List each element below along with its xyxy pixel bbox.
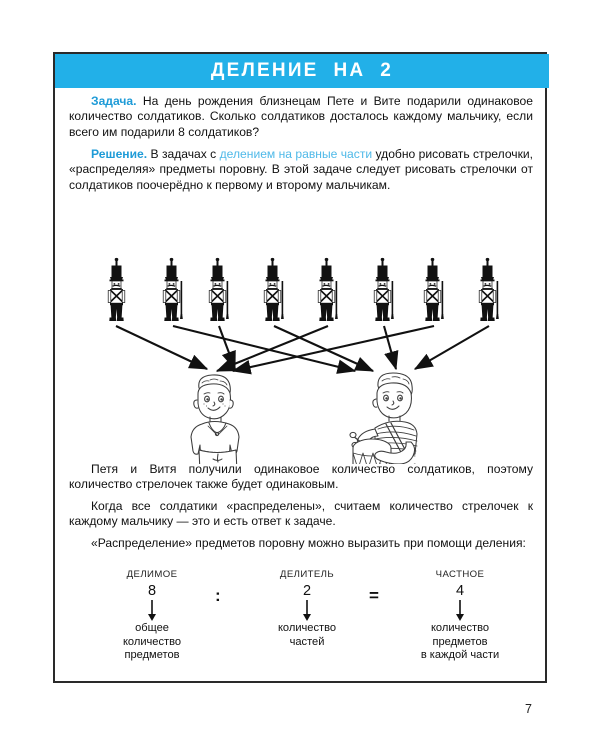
down-arrow-icon [77, 600, 227, 622]
task-text: На день рождения близнецам Пете и Вите п… [69, 94, 533, 139]
toy-soldier [317, 257, 338, 322]
page-title: ДЕЛЕНИЕ НА 2 [210, 60, 394, 81]
quotient-number: 4 [455, 583, 465, 599]
arrow-8-right [413, 325, 490, 370]
solution-text-a: В задачах с [147, 147, 220, 161]
arrow-5-left [215, 325, 329, 372]
toy-soldier [263, 257, 284, 322]
toy-soldier [162, 257, 183, 322]
toy-soldier [478, 257, 499, 322]
arrow-1-left [115, 325, 209, 370]
down-arrow-icon [387, 600, 533, 622]
arrow-2-right [172, 324, 357, 374]
toy-soldier [107, 257, 126, 322]
distribution-arrows [115, 324, 490, 375]
page-frame: ДЕЛЕНИЕ НА 2 Задача. На день рождения бл… [53, 52, 549, 683]
quotient-term: ЧАСТНОЕ [435, 569, 485, 580]
paragraph-solution: Решение. В задачах с делением на равные … [69, 147, 533, 193]
page-title-banner: ДЕЛЕНИЕ НА 2 [55, 54, 549, 88]
boy-vitya-with-drum [349, 372, 418, 464]
solution-text-b: удобно рисовать стрелочки, «распределяя»… [69, 147, 533, 192]
task-label: Задача. [91, 94, 137, 108]
divisor-number: 2 [302, 583, 312, 599]
equals-operator: = [369, 586, 379, 605]
divisor-term: ДЕЛИТЕЛЬ [279, 569, 335, 580]
soldier-row [107, 257, 499, 322]
quotient-description: количество предметов в каждой части [420, 622, 500, 662]
down-arrow-icon [237, 600, 377, 622]
dividend-number: 8 [147, 583, 157, 599]
arrow-4-right [273, 325, 375, 372]
dividend-term: ДЕЛИМОЕ [126, 569, 178, 580]
illustration-soldiers-and-boys [55, 214, 545, 464]
solution-highlight: делением на равные части [219, 147, 373, 161]
boy-petya [190, 374, 240, 464]
solution-label: Решение. [91, 147, 148, 161]
distribution-text: «Распределение» предметов поровну можно … [91, 536, 526, 550]
arrow-3-left [218, 325, 236, 371]
arrow-7-left [231, 324, 435, 375]
paragraph-distribution: «Распределение» предметов поровну можно … [69, 536, 533, 551]
toy-soldier [423, 257, 444, 322]
equal-amount-text: Петя и Витя получили одинаковое количест… [69, 462, 533, 492]
arrow-6-right [382, 325, 399, 371]
scheme-column-divisor: ДЕЛИТЕЛЬ 2 количество частей [237, 569, 377, 649]
toy-soldier [208, 257, 229, 322]
counting-text: Когда все солдатики «распределены», счит… [69, 499, 533, 529]
divisor-description: количество частей [277, 622, 337, 648]
paragraph-equal-amount: Петя и Витя получили одинаковое количест… [69, 462, 533, 493]
toy-soldier [373, 257, 394, 322]
paragraph-task: Задача. На день рождения близнецам Пете … [69, 94, 533, 140]
divide-operator: : [215, 586, 221, 605]
paragraph-counting: Когда все солдатики «распределены», счит… [69, 499, 533, 530]
scheme-column-dividend: ДЕЛИМОЕ 8 общее количество предметов [77, 569, 227, 663]
division-scheme: ДЕЛИМОЕ 8 общее количество предметов : Д… [69, 569, 533, 674]
dividend-description: общее количество предметов [122, 622, 182, 662]
page-number: 7 [525, 702, 532, 716]
scheme-column-quotient: ЧАСТНОЕ 4 количество предметов в каждой … [387, 569, 533, 663]
